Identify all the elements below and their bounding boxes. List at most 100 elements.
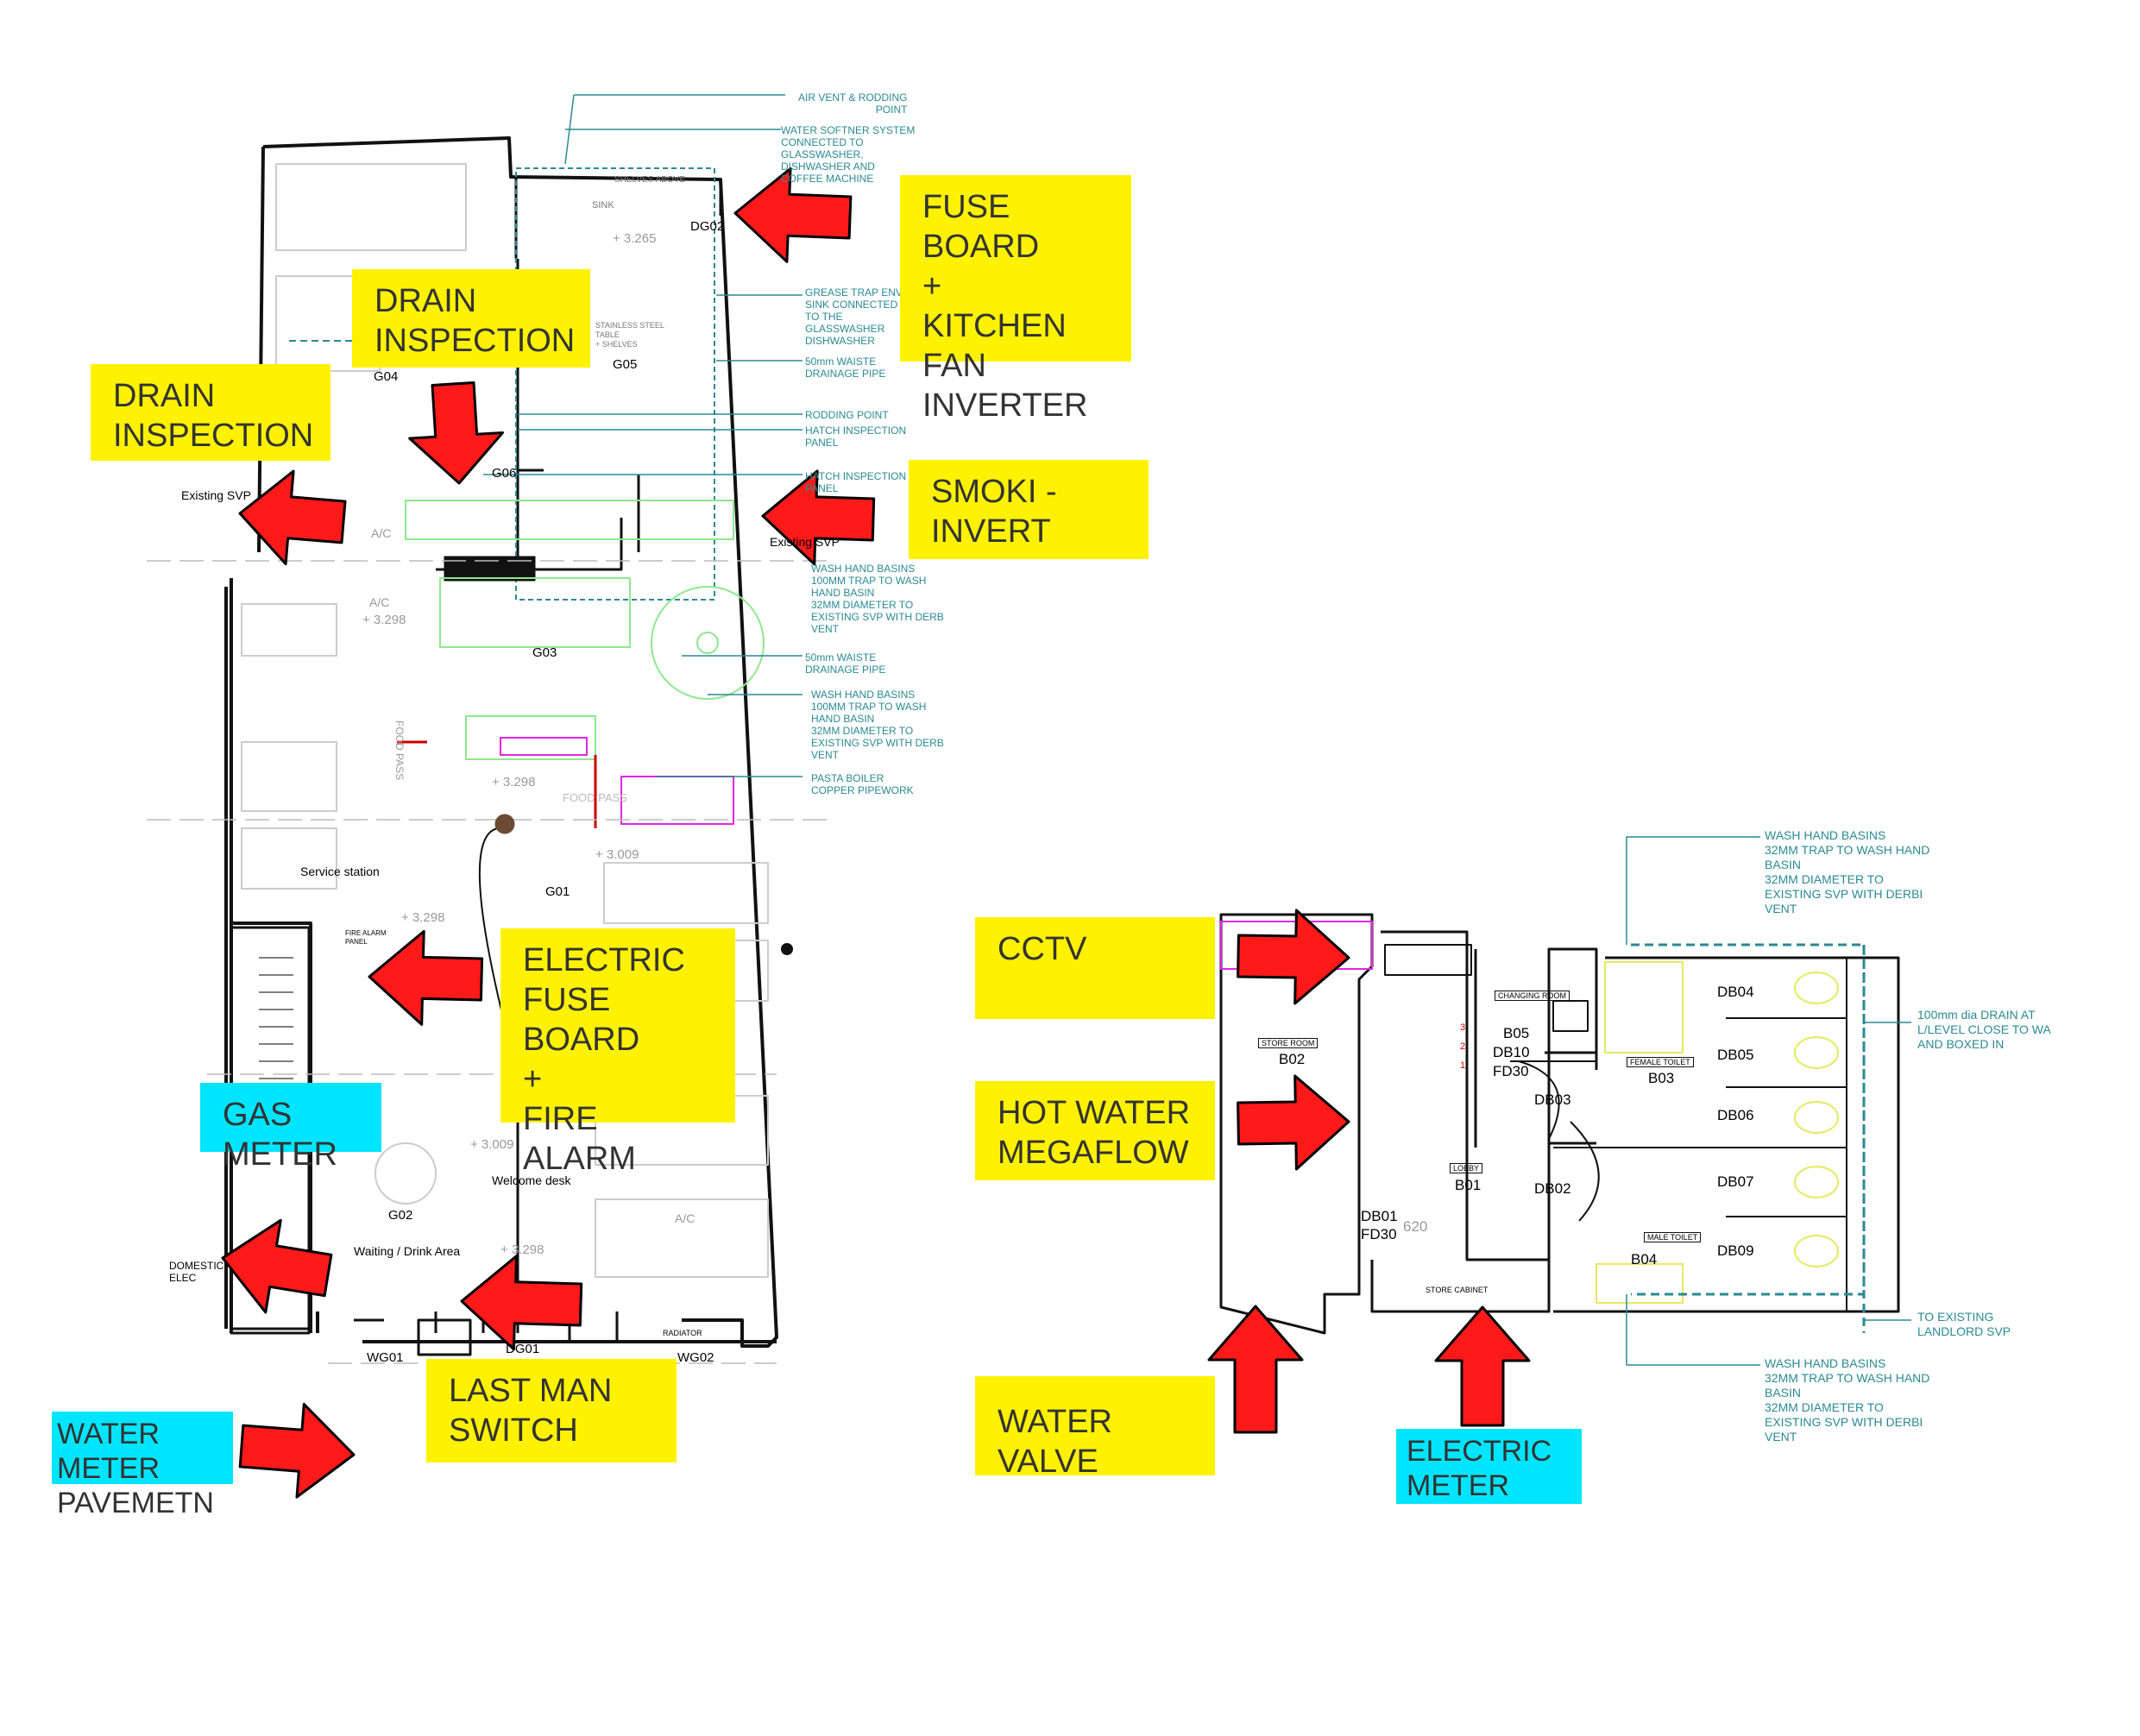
arrow-gas-meter — [221, 1218, 333, 1314]
room-dg01: DG01 — [506, 1342, 540, 1356]
level-waiting: + 3.298 — [500, 1242, 544, 1257]
room-b03: B03 — [1648, 1070, 1675, 1086]
annotation-grease-trap: GREASE TRAP ENV SINK CONNECTED TO THE GL… — [805, 286, 903, 347]
db03-door-swing — [1518, 1060, 1560, 1140]
label-food-pass-1: FOOD PASS — [393, 720, 406, 781]
label-food-pass-2: FOOD PASS — [563, 791, 627, 804]
female-basin — [1604, 961, 1684, 1054]
room-b04: B04 — [1631, 1251, 1658, 1267]
label-ac-3: A/C — [675, 1211, 696, 1225]
level-g01: + 3.009 — [595, 847, 639, 862]
room-lobby: LOBBY — [1450, 1163, 1483, 1173]
room-db01: DB01 — [1361, 1208, 1398, 1224]
arrow-fuse-board — [733, 167, 853, 263]
annotation-wash-bottom: WASH HAND BASINS 32MM TRAP TO WASH HAND … — [1765, 1356, 1930, 1444]
floor-plan-stage: DG02 G04 G05 G06 G03 G01 G02 DG01 WG01 W… — [52, 91, 2051, 1519]
room-female-toilet: FEMALE TOILET — [1627, 1057, 1694, 1067]
step-1: 1 — [1460, 1060, 1466, 1071]
arrow-last-man-switch — [460, 1255, 583, 1351]
annotation-rodding-point: RODDING POINT — [805, 409, 889, 421]
ground-floor-annotations: AIR VENT & RODDING POINT WATER SOFTNER S… — [0, 91, 2140, 1663]
db02-door-swing — [1570, 1121, 1600, 1222]
male-basin — [1596, 1263, 1684, 1304]
room-dg02: DG02 — [690, 219, 725, 234]
callout-water-meter: WATER METER PAVEMETN — [52, 1412, 233, 1519]
room-db04: DB04 — [1717, 984, 1754, 1000]
callout-water-valve: WATER VALVE — [975, 1376, 1215, 1480]
dg01-doormat — [417, 1318, 472, 1356]
toilet-cubicles — [1510, 958, 1847, 1311]
callout-drain-inspection-left: DRAIN INSPECTION — [91, 364, 330, 461]
room-db10: DB10 — [1493, 1044, 1530, 1060]
arrow-smoki-invert — [761, 469, 876, 566]
food-pass-counter — [465, 715, 596, 760]
annotation-to-existing: TO EXISTING LANDLORD SVP — [1917, 1310, 2011, 1338]
annotation-hatch-1: HATCH INSPECTION PANEL — [805, 425, 907, 449]
basement-annotation-leaders — [1626, 836, 1911, 1366]
annotation-air-vent: AIR VENT & RODDING POINT — [798, 91, 908, 116]
annotation-waste-50mm-2: 50mm WAISTE DRAINAGE PIPE — [805, 651, 886, 676]
arrow-cctv — [1237, 909, 1350, 1005]
arrow-hot-water — [1237, 1074, 1350, 1171]
room-g01: G01 — [545, 884, 570, 899]
pasta-boiler — [500, 737, 588, 756]
level-service: + 3.298 — [401, 910, 445, 925]
arrow-layer — [221, 167, 1531, 1499]
room-fd30-a: FD30 — [1493, 1063, 1529, 1079]
room-db03: DB03 — [1534, 1091, 1571, 1108]
room-db02: DB02 — [1534, 1180, 1571, 1197]
room-db07: DB07 — [1717, 1173, 1754, 1190]
label-ac-1: A/C — [371, 526, 392, 540]
extract-hood — [444, 556, 536, 582]
basement-annotations: WASH HAND BASINS 32MM TRAP TO WASH HAND … — [0, 828, 2140, 1736]
room-db09: DB09 — [1717, 1242, 1754, 1259]
annotation-wash-basins-2: WASH HAND BASINS 100MM TRAP TO WASH HAND… — [811, 689, 944, 761]
room-b05: B05 — [1503, 1025, 1530, 1041]
room-wg02: WG02 — [677, 1350, 714, 1365]
label-shelves-above: SHELVES ABOVE — [614, 175, 686, 185]
label-existing-svp-right: Existing SVP — [770, 535, 840, 549]
stair-treads — [259, 957, 293, 1079]
kitchen-drainage-dashed — [515, 167, 715, 601]
room-db06: DB06 — [1717, 1107, 1754, 1123]
callout-drain-inspection-top: DRAIN INSPECTION — [352, 269, 590, 368]
ground-annotation-leaders — [483, 94, 802, 777]
label-stainless-table: STAINLESS STEEL TABLE + SHELVES — [595, 321, 664, 349]
round-equipment-centre — [696, 632, 719, 654]
room-wg01: WG01 — [367, 1350, 404, 1365]
annotation-waste-50mm-1: 50mm WAISTE DRAINAGE PIPE — [805, 355, 886, 380]
level-ac1: + 3.298 — [362, 613, 406, 627]
arrow-electric-meter — [1434, 1305, 1531, 1427]
arrow-water-meter — [238, 1402, 356, 1499]
callout-gas-meter: GAS METER — [200, 1083, 381, 1173]
basement-lobby-walls — [1370, 930, 1900, 1313]
step-2: 2 — [1460, 1041, 1466, 1052]
level-kitchen: + 3.265 — [613, 231, 657, 246]
annotation-hatch-2: HATCH INSPECTION PANEL — [805, 470, 907, 494]
callout-cctv: CCTV — [975, 917, 1215, 1019]
room-g03: G03 — [532, 645, 557, 660]
label-waiting-area: Waiting / Drink Area — [354, 1244, 461, 1258]
changing-room-locker — [1552, 1000, 1589, 1032]
room-store-room: STORE ROOM — [1258, 1038, 1319, 1048]
callout-hot-water: HOT WATER MEGAFLOW — [975, 1081, 1215, 1180]
arrow-electric-fuse-board — [368, 929, 484, 1026]
basement-plan — [1219, 836, 1911, 1366]
changing-room-bench — [1384, 944, 1472, 976]
arrow-drain-inspection-left — [238, 469, 347, 566]
annotation-wash-top: WASH HAND BASINS 32MM TRAP TO WASH HAND … — [1765, 828, 1930, 915]
callout-smoki-invert: SMOKI - INVERT — [909, 460, 1149, 559]
label-radiator: RADIATOR — [663, 1329, 702, 1337]
floor-plan-drawing — [147, 94, 1911, 1499]
arrow-water-valve — [1207, 1305, 1304, 1434]
food-pass-magenta — [620, 776, 734, 825]
room-male-toilet: MALE TOILET — [1644, 1232, 1702, 1242]
room-changing-room: CHANGING ROOM — [1495, 991, 1570, 1001]
label-welcome-desk: Welcome desk — [492, 1173, 571, 1187]
bar-counter — [405, 500, 734, 540]
ground-floor-plan — [147, 136, 828, 1364]
annotation-water-softener: WATER SOFTNER SYSTEM CONNECTED TO GLASSW… — [781, 124, 916, 185]
callout-electric-meter: ELECTRIC METER — [1396, 1429, 1582, 1504]
room-store-cabinet: STORE CABINET — [1426, 1286, 1489, 1294]
wc-pans — [1794, 972, 1839, 1267]
